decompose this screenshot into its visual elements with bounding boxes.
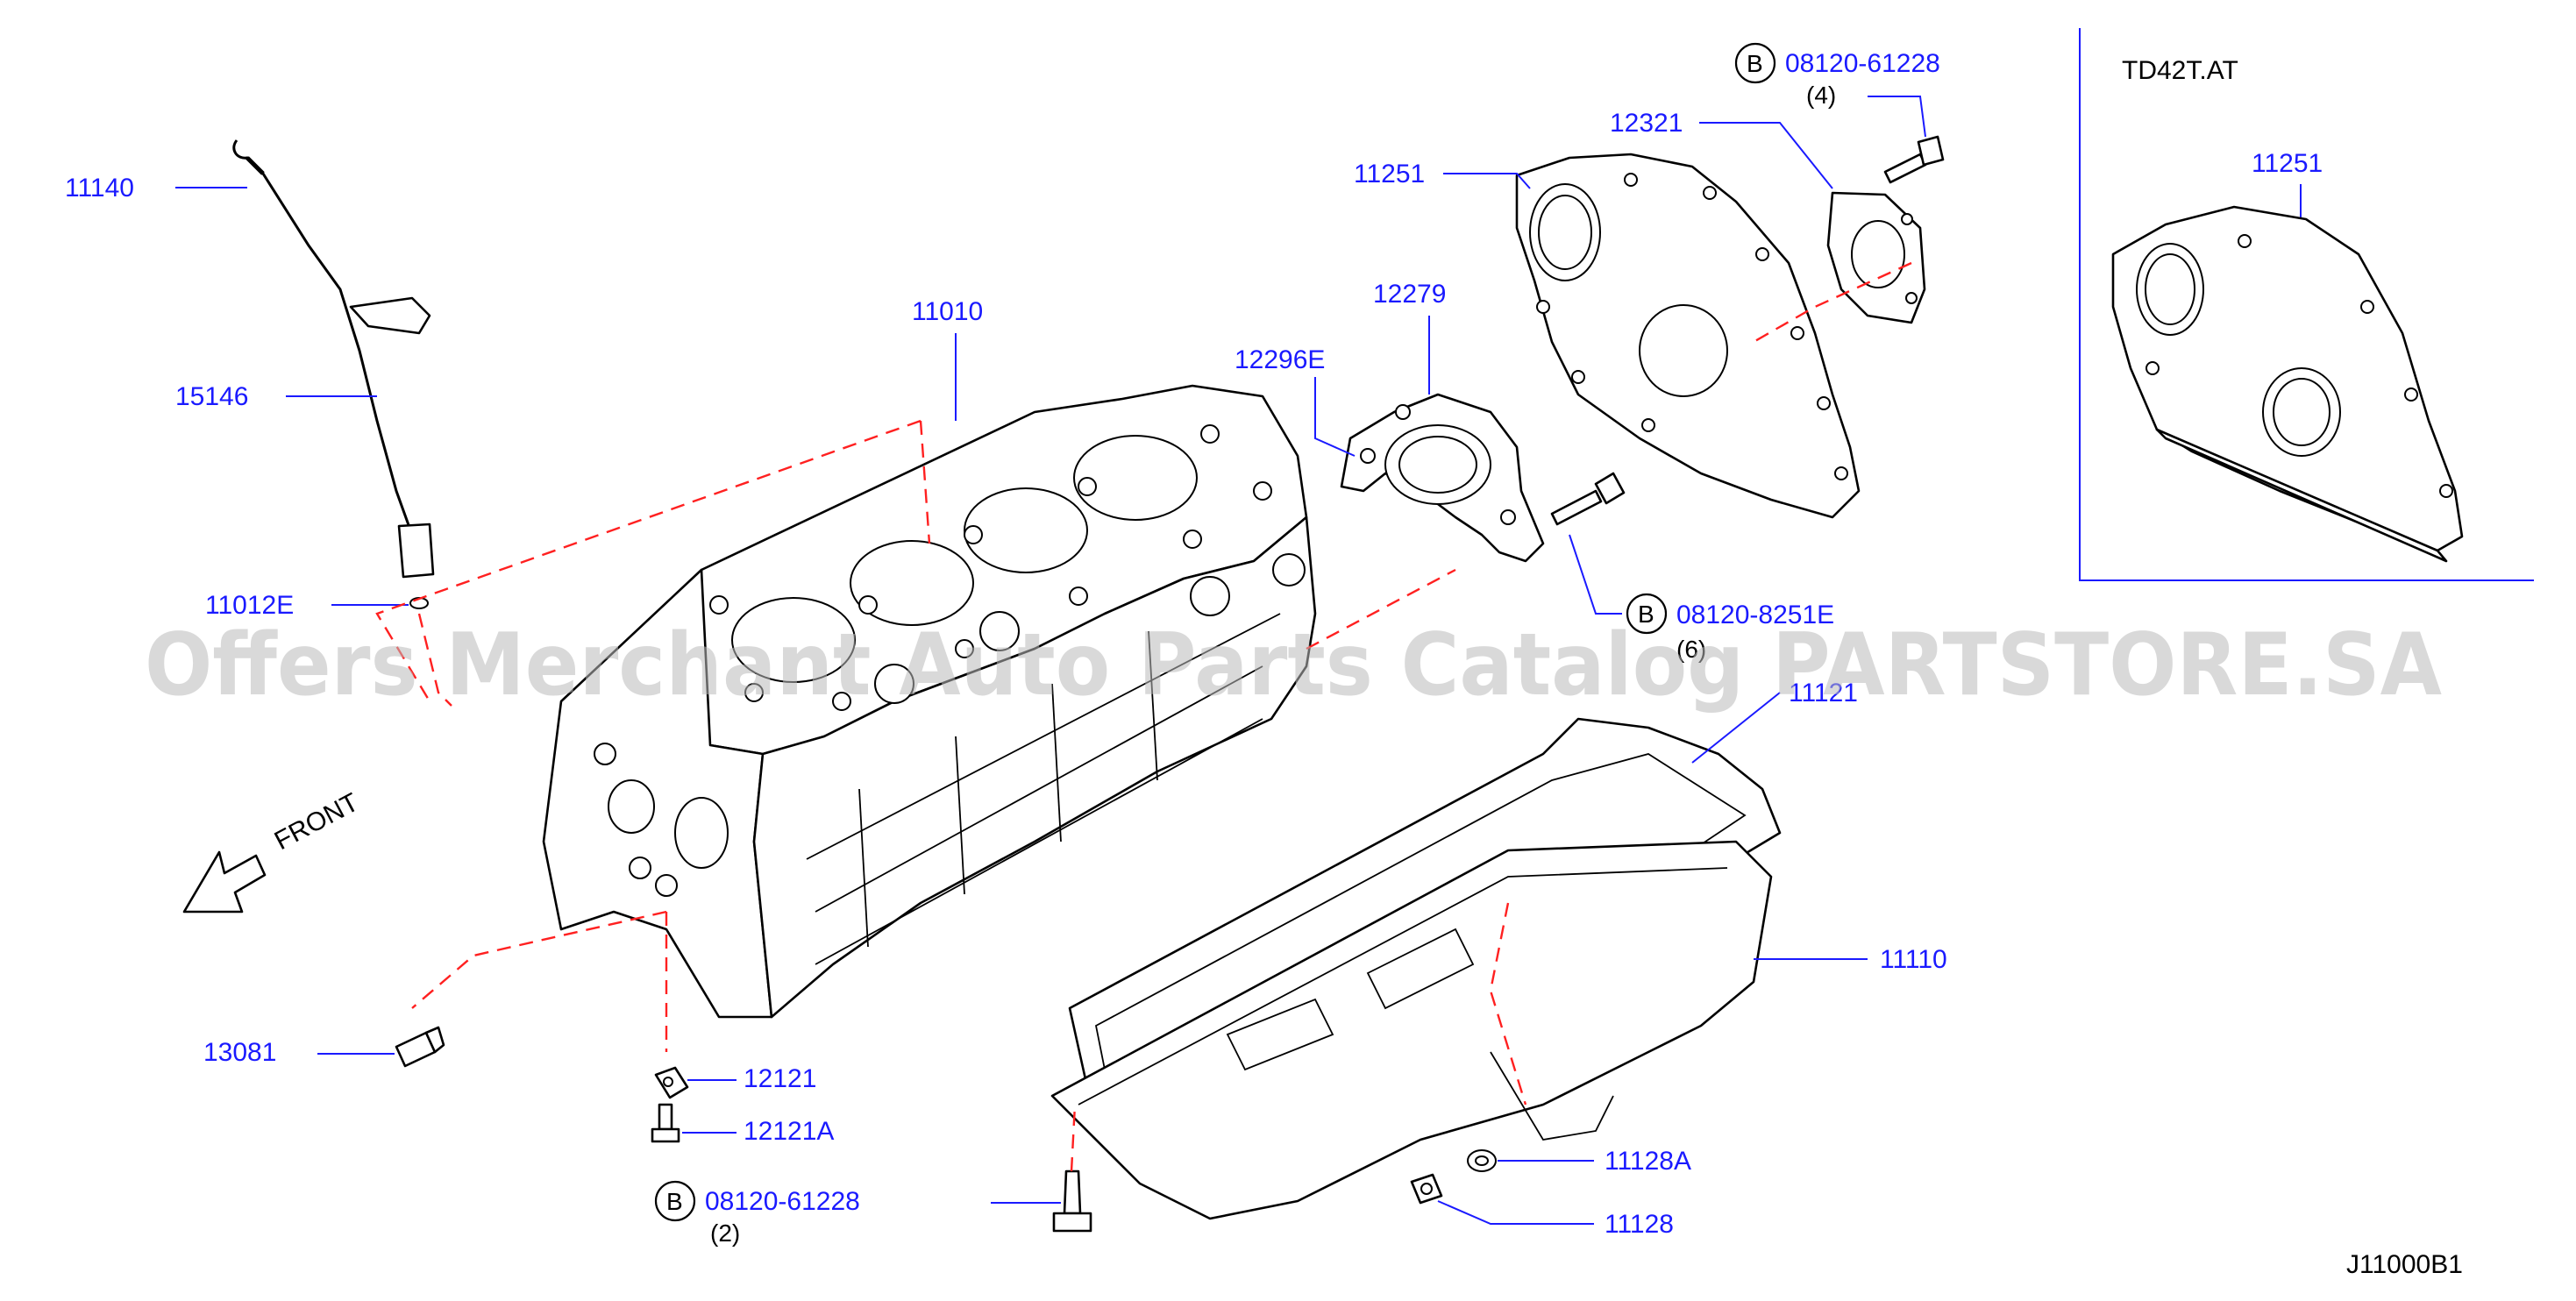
- bolt-badge-top: B: [1734, 42, 1776, 84]
- callout-12279[interactable]: 12279: [1373, 280, 1446, 309]
- watermark: Offers Merchant Auto Parts Catalog PARTS…: [145, 615, 2442, 715]
- callout-12296E[interactable]: 12296E: [1235, 345, 1325, 374]
- bolt-badge-bottom: B: [654, 1180, 696, 1222]
- bolt-12121A: [651, 1103, 680, 1143]
- svg-text:B: B: [1747, 50, 1763, 77]
- callout-11128[interactable]: 11128: [1605, 1210, 1674, 1239]
- oil-pan: [1050, 840, 1773, 1220]
- bolt-08120-61228-top: [1883, 135, 1945, 184]
- callout-11251[interactable]: 11251: [1354, 160, 1425, 188]
- inset-rear-plate: [2111, 205, 2464, 563]
- callout-11012E[interactable]: 11012E: [205, 591, 294, 620]
- oil-seal-plate: [1826, 191, 1926, 324]
- diagram-code: J11000B1: [2346, 1250, 2463, 1279]
- bolt-qty-bottom: (2): [710, 1219, 740, 1247]
- bolt-number-bottom[interactable]: 08120-61228: [705, 1187, 860, 1216]
- front-arrow: [182, 850, 267, 914]
- bolt-number-middle[interactable]: 08120-8251E: [1676, 601, 1834, 629]
- inset-title: TD42T.AT: [2122, 56, 2238, 85]
- callout-11010[interactable]: 11010: [912, 297, 983, 326]
- bolt-badge-middle: B: [1626, 593, 1668, 635]
- bolt-08120-61228-bottom: [1052, 1169, 1092, 1233]
- callout-11110[interactable]: 11110: [1880, 945, 1947, 974]
- svg-text:B: B: [1638, 601, 1654, 628]
- front-label: FRONT: [270, 788, 364, 857]
- callout-15146[interactable]: 15146: [175, 382, 248, 411]
- callout-13081[interactable]: 13081: [203, 1038, 276, 1067]
- callout-11121[interactable]: 11121: [1789, 679, 1858, 707]
- callout-11140[interactable]: 11140: [65, 174, 134, 203]
- bolt-08120-8251E: [1550, 472, 1626, 526]
- inset-frame: TD42T.AT 11251: [2079, 28, 2534, 581]
- cylinder-block: [542, 384, 1317, 1019]
- rear-plate: [1515, 153, 1861, 519]
- callout-12121[interactable]: 12121: [744, 1064, 816, 1093]
- bolt-qty-middle: (6): [1676, 636, 1706, 663]
- drain-plug: [1410, 1173, 1443, 1205]
- svg-text:B: B: [666, 1188, 683, 1215]
- rear-oil-seal-retainer: [1340, 393, 1545, 563]
- bolt-number-top[interactable]: 08120-61228: [1785, 49, 1940, 78]
- callout-12121A[interactable]: 12121A: [744, 1117, 834, 1146]
- plug-13081: [395, 1026, 445, 1068]
- drain-washer: [1467, 1149, 1497, 1172]
- bolt-qty-top: (4): [1806, 82, 1836, 109]
- callout-11128A[interactable]: 11128A: [1605, 1147, 1691, 1176]
- callout-inset-11251[interactable]: 11251: [2252, 149, 2323, 178]
- callout-12321[interactable]: 12321: [1610, 109, 1683, 138]
- clip-12121: [654, 1066, 689, 1099]
